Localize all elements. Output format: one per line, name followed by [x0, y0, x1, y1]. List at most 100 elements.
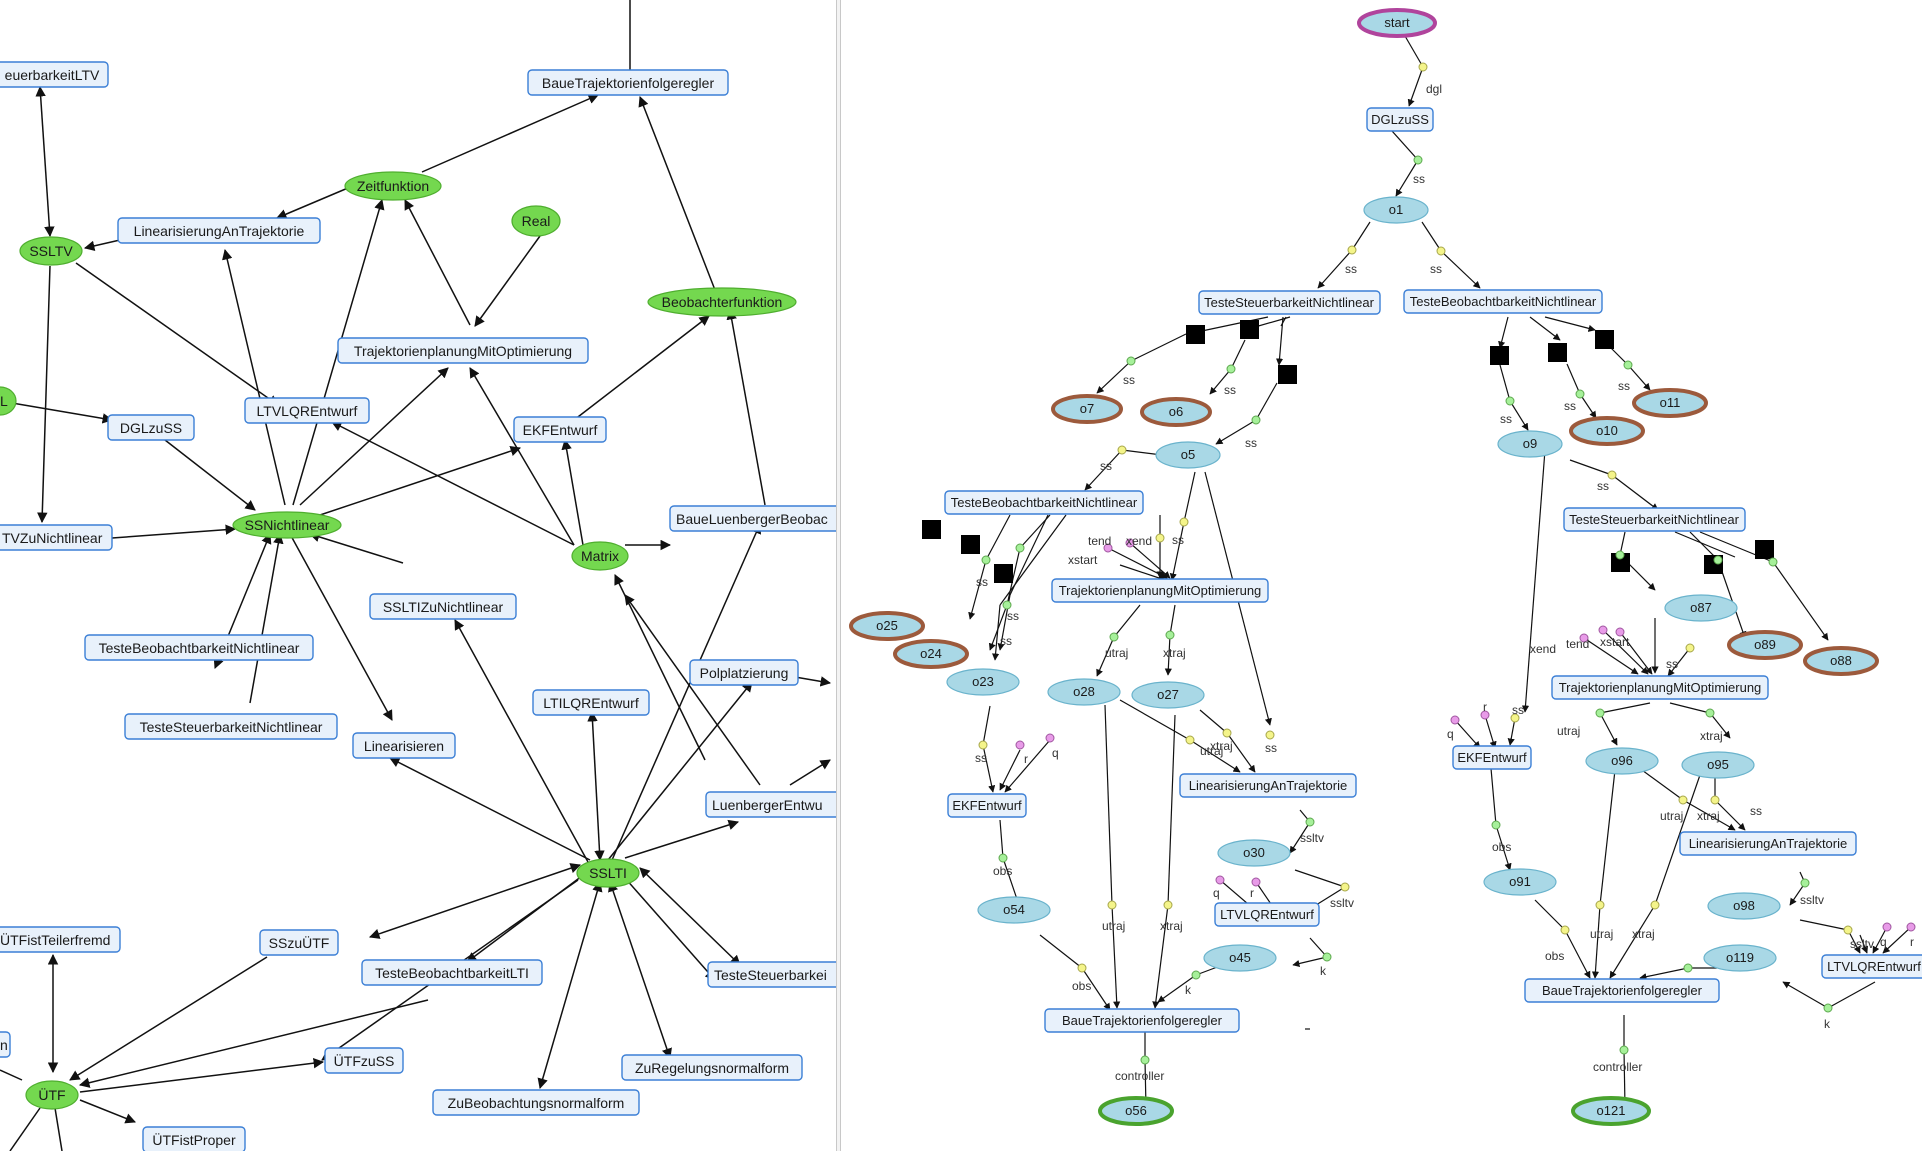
node-label: TesteSteuerbarkeitNichtlinear [1204, 295, 1374, 310]
right-node-o87[interactable]: o87 [1664, 594, 1738, 622]
left-node-trajektorienplanung[interactable]: TrajektorienplanungMitOptimierung [337, 337, 589, 364]
node-label: SSNichtlinear [245, 517, 330, 533]
left-node-teste-beobachtbarkeit-lti[interactable]: TesteBeobachtbarkeitLTI [361, 959, 543, 986]
right-node-o24[interactable]: o24 [893, 639, 969, 669]
left-node-utf-teilerfremd[interactable]: ÜTFistTeilerfremd [0, 926, 121, 953]
node-label: ZuBeobachtungsnormalform [448, 1095, 625, 1111]
right-node-linear-traj-1[interactable]: LinearisierungAnTrajektorie [1179, 773, 1357, 798]
left-node-matrix[interactable]: Matrix [571, 541, 629, 571]
node-label: o30 [1243, 845, 1265, 860]
right-node-o7[interactable]: o7 [1051, 394, 1123, 424]
node-label: ZuRegelungsnormalform [635, 1060, 789, 1076]
edge-label: xtraj [1697, 809, 1720, 823]
right-node-o98[interactable]: o98 [1707, 892, 1781, 920]
left-node-utfzuss[interactable]: ÜTFzuSS [324, 1047, 404, 1074]
right-node-o10[interactable]: o10 [1569, 416, 1645, 446]
node-label: TesteBeobachtbarkeitLTI [375, 965, 529, 981]
node-label: L [0, 393, 8, 409]
edge-label: tend [1088, 534, 1111, 548]
left-graph-pane[interactable]: euerbarkeitLTV BaueTrajektorienfolgeregl… [0, 0, 836, 1151]
right-node-o89[interactable]: o89 [1727, 630, 1803, 660]
left-node-ekf[interactable]: EKFEntwurf [513, 416, 607, 443]
right-node-o28[interactable]: o28 [1047, 678, 1121, 706]
pane-divider[interactable] [836, 0, 841, 1151]
left-node-ssltv[interactable]: SSLTV [19, 236, 83, 266]
edge-label: ss [1500, 412, 1512, 426]
right-node-o56[interactable]: o56 [1098, 1096, 1174, 1126]
node-label: o121 [1597, 1103, 1626, 1118]
edge-label: r [1910, 935, 1914, 949]
edge-label: ss [1618, 379, 1630, 393]
left-node-sslti-zu-nichtlinear[interactable]: SSLTIZuNichtlinear [369, 593, 517, 620]
left-node-teste-steuerbarkei[interactable]: TesteSteuerbarkei [707, 961, 836, 988]
node-label: TrajektorienplanungMitOptimierung [1559, 680, 1762, 695]
right-node-o88[interactable]: o88 [1803, 646, 1879, 676]
edge-label: controller [1593, 1060, 1642, 1074]
left-node-steuerbarkeit-ltv[interactable]: euerbarkeitLTV [0, 61, 109, 88]
right-node-ltvlqr-1[interactable]: LTVLQREntwurf [1214, 902, 1320, 927]
left-node-luenberger-entwurf[interactable]: LuenbergerEntwu [705, 791, 836, 818]
right-node-teste-beob-1[interactable]: TesteBeobachtbarkeitNichtlinear [1403, 289, 1603, 314]
right-node-o95[interactable]: o95 [1681, 751, 1755, 779]
right-node-ekf-2[interactable]: EKFEntwurf [1452, 745, 1532, 770]
right-node-o91[interactable]: o91 [1483, 868, 1557, 896]
node-label: TesteSteuerbarkei [714, 967, 827, 983]
left-node-polplatzierung[interactable]: Polplatzierung [689, 659, 799, 686]
right-node-o45[interactable]: o45 [1203, 944, 1277, 972]
right-node-o9[interactable]: o9 [1497, 430, 1563, 458]
node-label: BaueLuenbergerBeobac [676, 511, 828, 527]
left-node-ssnichtlinear[interactable]: SSNichtlinear [232, 511, 342, 539]
left-node-zeitfunktion[interactable]: Zeitfunktion [344, 171, 442, 201]
right-node-o6[interactable]: o6 [1140, 397, 1212, 427]
left-node-zu-regelungsnormalform[interactable]: ZuRegelungsnormalform [621, 1054, 803, 1081]
right-node-baue-1[interactable]: BaueTrajektorienfolgeregler [1044, 1008, 1240, 1033]
right-node-ltvlqr-2[interactable]: LTVLQREntwurf [1821, 954, 1922, 979]
right-node-o25[interactable]: o25 [849, 611, 925, 641]
left-node-teste-beobachtbarkeit-nl[interactable]: TesteBeobachtbarkeitNichtlinear [84, 634, 314, 661]
node-label: SSLTV [29, 243, 73, 259]
right-node-trajplan-1[interactable]: TrajektorienplanungMitOptimierung [1051, 578, 1269, 603]
right-node-start[interactable]: start [1357, 8, 1437, 38]
node-label: SSLTI [589, 865, 627, 881]
right-node-o119[interactable]: o119 [1703, 944, 1777, 972]
right-node-o54[interactable]: o54 [977, 896, 1051, 924]
right-node-o1[interactable]: o1 [1363, 196, 1429, 224]
left-node-utf-proper[interactable]: ÜTFistProper [142, 1126, 246, 1151]
left-node-teste-steuerbarkeit-nl[interactable]: TesteSteuerbarkeitNichtlinear [124, 713, 338, 740]
right-node-teste-steuer-2[interactable]: TesteSteuerbarkeitNichtlinear [1563, 507, 1746, 532]
left-node-utf[interactable]: ÜTF [25, 1080, 79, 1110]
left-node-zu-beobachtungsnormalform[interactable]: ZuBeobachtungsnormalform [432, 1089, 640, 1116]
right-graph-pane[interactable]: dgl ss ss ss ss ss ss ss ss ss ss ss ss … [841, 0, 1922, 1151]
left-node-l-stub[interactable]: L [0, 386, 17, 416]
right-node-o11[interactable]: o11 [1632, 388, 1708, 418]
right-node-dglzuss[interactable]: DGLzuSS [1366, 107, 1434, 132]
right-node-teste-steuer-1[interactable]: TesteSteuerbarkeitNichtlinear [1198, 290, 1381, 315]
left-node-baue-trajektorienfolgeregler[interactable]: BaueTrajektorienfolgeregler [527, 69, 729, 96]
right-node-linear-traj-2[interactable]: LinearisierungAnTrajektorie [1679, 831, 1857, 856]
left-node-sslti[interactable]: SSLTI [576, 858, 640, 888]
left-node-ltvlqr[interactable]: LTVLQREntwurf [244, 397, 370, 424]
left-node-ltilqr[interactable]: LTILQREntwurf [532, 689, 650, 716]
left-node-sszu-utf[interactable]: SSzuÜTF [259, 929, 339, 956]
right-node-o96[interactable]: o96 [1585, 747, 1659, 775]
right-node-o23[interactable]: o23 [946, 668, 1020, 696]
right-node-o121[interactable]: o121 [1571, 1096, 1651, 1126]
right-node-o5[interactable]: o5 [1155, 441, 1221, 469]
edge-label: ss [976, 575, 988, 589]
edge-label: ssltv [1330, 896, 1354, 910]
right-node-o30[interactable]: o30 [1217, 839, 1291, 867]
left-node-baue-luenberger[interactable]: BaueLuenbergerBeobac [669, 505, 836, 532]
left-node-linearisierung-an-trajektorie[interactable]: LinearisierungAnTrajektorie [117, 217, 321, 244]
right-node-trajplan-2[interactable]: TrajektorienplanungMitOptimierung [1551, 675, 1769, 700]
edge-label: ss [1413, 172, 1425, 186]
right-node-baue-2[interactable]: BaueTrajektorienfolgeregler [1524, 978, 1720, 1003]
right-node-ekf-1[interactable]: EKFEntwurf [947, 793, 1027, 818]
left-node-real[interactable]: Real [511, 205, 561, 237]
left-node-dglzuss[interactable]: DGLzuSS [107, 414, 195, 441]
left-node-beobachterfunktion[interactable]: Beobachterfunktion [647, 287, 797, 317]
left-node-n-stub[interactable]: n [0, 1031, 11, 1058]
right-node-teste-beob-2[interactable]: TesteBeobachtbarkeitNichtlinear [944, 490, 1144, 515]
left-node-linearisieren[interactable]: Linearisieren [352, 732, 456, 759]
left-node-tvzu-nichtlinear[interactable]: TVZuNichtlinear [0, 524, 113, 551]
right-node-o27[interactable]: o27 [1131, 681, 1205, 709]
